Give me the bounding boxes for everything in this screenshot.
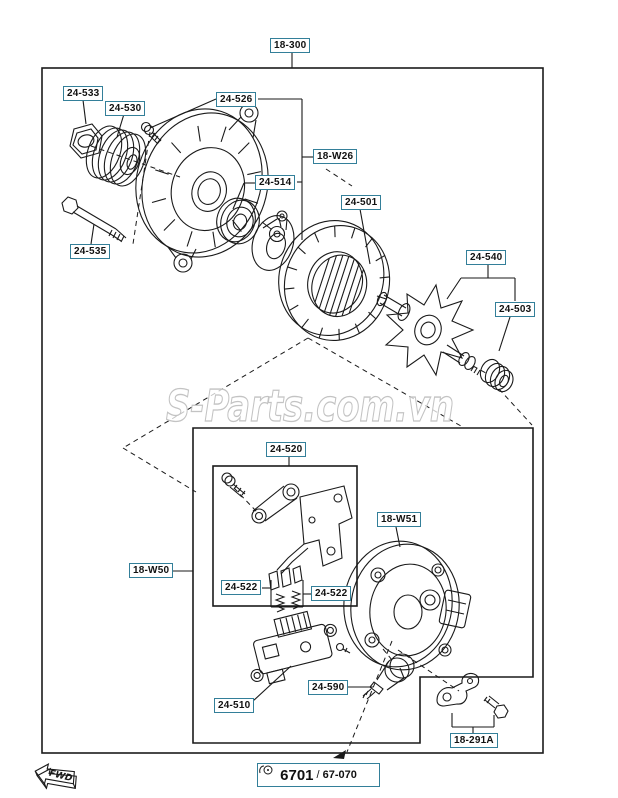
brush-holder-box: [212, 465, 358, 607]
figure-reference-box[interactable]: 6701 / 67-070: [257, 763, 380, 787]
voltage-regulator-drawing: [250, 610, 351, 685]
rear-group-box: [192, 427, 534, 744]
part-label-rear-group[interactable]: 18-W50: [129, 563, 174, 578]
through-bolt-drawing: [61, 196, 127, 243]
part-label-rotor[interactable]: 24-540: [466, 250, 507, 265]
part-label-through-bolt[interactable]: 24-535: [70, 244, 111, 259]
part-label-brush-left[interactable]: 24-522: [221, 580, 262, 595]
part-label-rear-bearing[interactable]: 24-503: [495, 302, 536, 317]
part-label-pulley[interactable]: 24-530: [105, 101, 146, 116]
rear-bearing-drawing: [479, 358, 514, 393]
label-connector-lines: [82, 98, 516, 733]
figure-pointer-arrowhead: [333, 750, 346, 759]
figure-ref-icon: [259, 765, 273, 775]
figure-page-number: 6701: [280, 766, 314, 784]
figure-section-code: 67-070: [322, 768, 357, 781]
fwd-arrow: FWD: [34, 763, 77, 790]
part-label-nut[interactable]: 24-533: [63, 86, 104, 101]
nut-drawing: [69, 123, 103, 159]
condenser-drawing: [362, 653, 415, 700]
part-label-mounting-bracket[interactable]: 18-291A: [450, 733, 498, 748]
mounting-bracket-drawing: [436, 672, 509, 719]
part-label-stator[interactable]: 24-501: [341, 195, 382, 210]
part-label-condenser[interactable]: 24-590: [308, 680, 349, 695]
part-label-assembly[interactable]: 18-300: [270, 38, 311, 53]
part-label-regulator[interactable]: 24-510: [214, 698, 255, 713]
rotor-drawing: [376, 283, 481, 377]
part-label-rear-cover[interactable]: 18-W51: [377, 512, 422, 527]
pulley-screw-drawing: [140, 121, 162, 145]
figure-separator: /: [316, 768, 320, 781]
part-label-pulley-screw[interactable]: 24-526: [216, 92, 257, 107]
part-label-brush-right[interactable]: 24-522: [311, 586, 352, 601]
brush-holder-drawing: [221, 472, 353, 613]
part-label-front-bearing[interactable]: 24-514: [255, 175, 296, 190]
part-label-brush-holder[interactable]: 24-520: [266, 442, 307, 457]
watermark-text: S-Parts.com.vn: [166, 381, 454, 432]
pulley-drawing: [85, 125, 147, 187]
part-label-front-housing[interactable]: 18-W26: [313, 149, 358, 164]
stator-drawing: [278, 219, 391, 342]
bearing-plate-drawing: [251, 210, 295, 271]
